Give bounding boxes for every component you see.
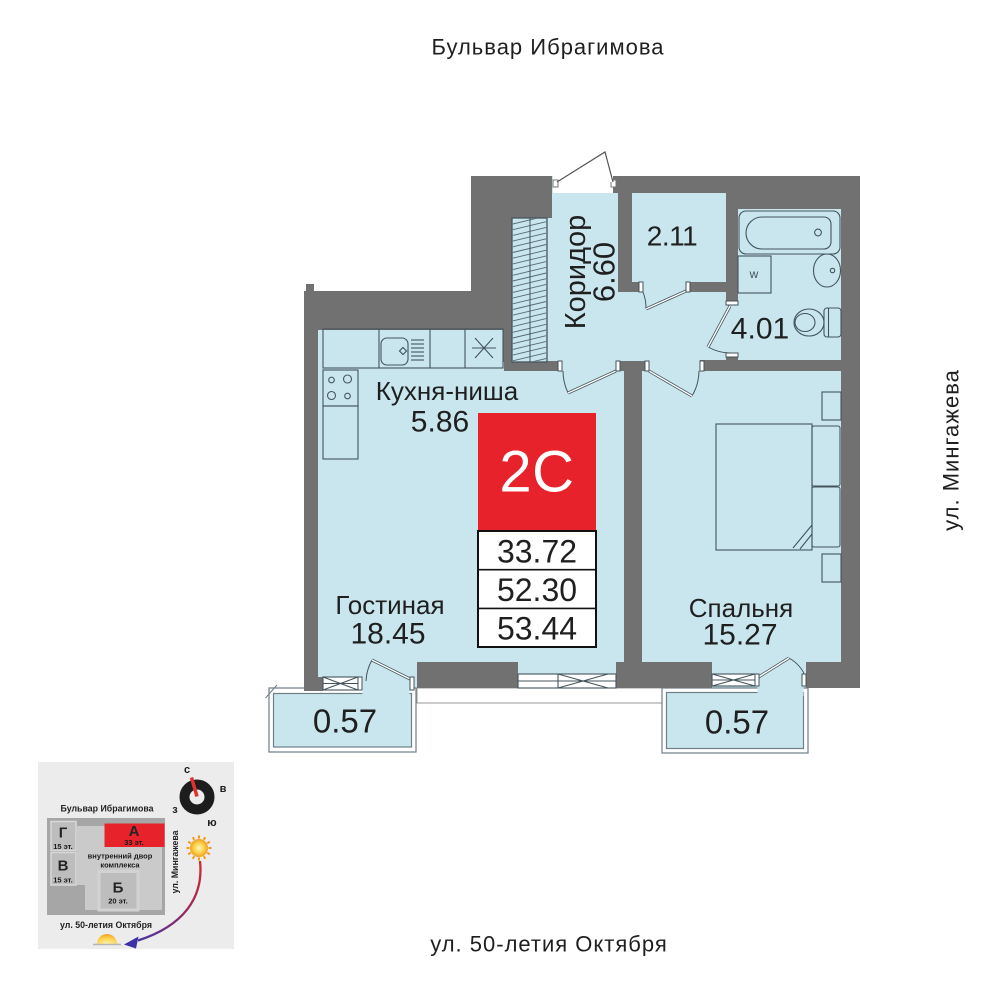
compass-west: з (172, 804, 178, 816)
street-top: Бульвар Ибрагимова (431, 35, 664, 60)
label-corridor-name: Коридор (560, 215, 592, 330)
walls (304, 176, 860, 691)
bed-pillow-bottom (811, 486, 841, 548)
toilet-icon (793, 307, 842, 338)
shaft-hatched (511, 217, 548, 363)
bathroom-fixtures (737, 210, 842, 338)
nightstand-bottom (821, 553, 842, 583)
label-bedroom-area: 15.27 (702, 619, 777, 652)
window-bedroom (711, 673, 756, 687)
building-b-label: Б (113, 880, 124, 897)
bed-pillow-top (811, 425, 841, 487)
label-bathroom-area: 4.01 (731, 313, 789, 346)
unit-type: 2C (499, 440, 574, 505)
bedroom-furniture (715, 391, 842, 583)
building-g-box (50, 820, 77, 852)
street-bottom: ул. 50-летия Октября (430, 932, 668, 957)
windows (322, 673, 756, 691)
bed-blanket-fold (792, 524, 813, 550)
building-complex: Г 15 эт. В 15 эт. А 33 эт. Б 20 эт. внут… (47, 818, 165, 915)
compass-north: с (184, 764, 190, 776)
label-kitchen-name: Кухня-ниша (376, 376, 519, 406)
unit-type-box (478, 413, 596, 531)
street-right: ул. Мингажева (939, 369, 964, 531)
label-balcony-left-area: 0.57 (313, 703, 377, 740)
label-washer: w (749, 267, 759, 281)
kitchen-counter (322, 328, 504, 369)
unit-area-living: 33.72 (497, 534, 577, 570)
label-living-area: 18.45 (350, 618, 425, 651)
map-street-right: ул. Мингажева (170, 830, 180, 893)
hood-icon (472, 337, 496, 359)
complex-corner (47, 885, 85, 915)
label-balcony-right-area: 0.57 (705, 704, 769, 741)
unit-area-total: 53.44 (497, 611, 577, 647)
building-v-label: В (58, 858, 69, 875)
counter-side (322, 405, 359, 460)
door-bedroom (644, 360, 705, 398)
window-living-left (322, 676, 359, 691)
door-bathroom (706, 300, 739, 358)
building-g-label: Г (59, 825, 68, 842)
wash-basin-icon (812, 253, 842, 288)
unit-badge: 2C 33.72 52.30 53.44 (477, 413, 597, 648)
nightstand-top (821, 391, 842, 421)
room-labels: Коридор 6.60 2.11 4.01 Кухня-ниша 5.86 Г… (313, 215, 793, 741)
window-ledge (416, 687, 663, 704)
bed-mattress (715, 423, 813, 551)
compass-south: ю (207, 817, 216, 829)
building-a-box (104, 823, 165, 847)
building-v-floors: 15 эт. (53, 876, 73, 885)
doors (357, 281, 807, 691)
kitchen-fixtures (322, 328, 504, 460)
balcony-right (661, 686, 809, 754)
compass-icon: с в з ю (172, 764, 226, 829)
label-kitchen-area: 5.86 (411, 406, 469, 439)
door-storage (638, 281, 691, 311)
building-b-floors: 20 эт. (108, 897, 128, 906)
building-b-box (97, 870, 140, 912)
map-street-top: Бульвар Ибрагимова (60, 804, 153, 814)
building-g-floors: 15 эт. (53, 842, 73, 851)
location-map: с в з ю Бульвар Ибрагимова Г 15 эт. В 15… (38, 762, 234, 949)
door-balcony-left (357, 658, 415, 691)
sun-icon (186, 835, 212, 861)
building-a-floors: 33 эт. (124, 838, 144, 847)
unit-area-main: 52.30 (497, 572, 577, 608)
label-storage-area: 2.11 (647, 221, 697, 252)
building-v-box (50, 851, 77, 886)
door-balcony-right (754, 656, 807, 687)
door-living (557, 360, 621, 395)
label-corridor-area: 6.60 (587, 242, 622, 302)
unit-areas-box (477, 530, 597, 648)
entry-door (552, 151, 617, 193)
courtyard-line1: внутренний двор (88, 852, 153, 861)
balcony-left (265, 684, 417, 753)
compass-east: в (220, 783, 227, 795)
courtyard-line2: комплекса (100, 861, 140, 870)
sink-icon (380, 337, 424, 366)
bathtub-icon (738, 210, 841, 255)
label-bedroom-name: Спальня (689, 593, 793, 623)
map-street-bottom: ул. 50-летия Октября (60, 920, 152, 930)
floor-plan: 2C 33.72 52.30 53.44 Коридор 6.60 2.11 4… (265, 151, 860, 754)
label-living-name: Гостиная (335, 590, 444, 620)
window-living-main (517, 673, 617, 689)
building-a-label: А (129, 823, 140, 840)
sunset-icon (93, 934, 121, 946)
sun-path-arrow (124, 860, 202, 949)
washing-machine-icon (737, 255, 772, 294)
street-labels: Бульвар Ибрагимова ул. Мингажева ул. 50-… (430, 35, 963, 957)
